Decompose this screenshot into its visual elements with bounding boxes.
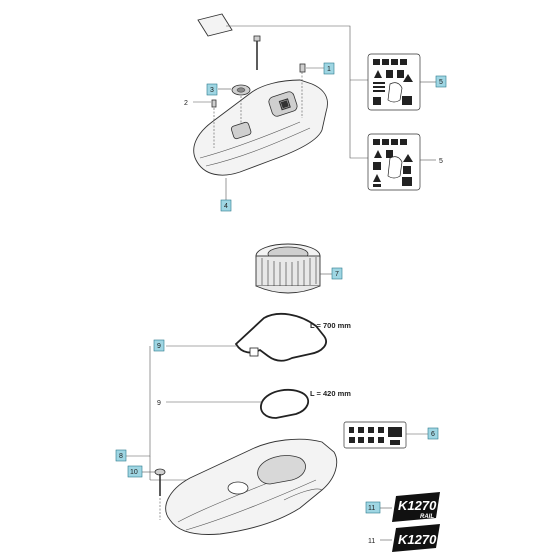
- cover-logo-recess: [268, 91, 298, 117]
- svg-text:3: 3: [210, 87, 214, 94]
- top-plate: [197, 13, 233, 37]
- callout-11-lower[interactable]: 11: [368, 538, 392, 545]
- cover-grommet-window: [230, 121, 252, 140]
- model-decal-rail: K1270 RAIL: [392, 492, 440, 522]
- svg-text:▣: ▣: [277, 95, 292, 112]
- gasket-large: [234, 312, 327, 362]
- gasket-large-length: L = 700 mm: [310, 321, 351, 330]
- callout-7[interactable]: 7: [320, 267, 343, 280]
- callout-10[interactable]: 10: [127, 465, 155, 478]
- air-filter: [255, 243, 321, 294]
- svg-text:5: 5: [439, 79, 443, 86]
- svg-text:6: 6: [431, 431, 435, 438]
- screw-1: [299, 63, 306, 73]
- svg-text:K1270: K1270: [398, 498, 437, 513]
- top-cover-assembly: ▣: [193, 13, 368, 200]
- screw-2: [211, 99, 217, 108]
- svg-text:11: 11: [368, 538, 375, 545]
- svg-text:11: 11: [368, 505, 375, 512]
- callout-2[interactable]: 2: [184, 100, 188, 107]
- svg-text:1: 1: [327, 66, 331, 73]
- warning-decal-lower: [367, 133, 421, 191]
- gasket-small: [260, 388, 310, 419]
- warning-decal-upper: [367, 53, 421, 111]
- callout-6[interactable]: 6: [406, 427, 439, 440]
- svg-text:2: 2: [184, 100, 188, 107]
- svg-text:RAIL: RAIL: [420, 514, 434, 520]
- svg-text:K1270: K1270: [398, 532, 437, 547]
- callout-11-upper[interactable]: 11: [365, 501, 392, 514]
- svg-text:4: 4: [224, 203, 228, 210]
- callout-9-upper[interactable]: 9: [153, 339, 165, 352]
- cover-screw-head: [253, 35, 261, 42]
- svg-text:9: 9: [157, 343, 161, 350]
- svg-text:10: 10: [130, 469, 138, 476]
- svg-text:8: 8: [119, 453, 123, 460]
- callout-8[interactable]: 8: [115, 449, 127, 462]
- filter-cover: [165, 438, 338, 535]
- svg-text:9: 9: [157, 400, 161, 407]
- svg-text:7: 7: [335, 271, 339, 278]
- svg-text:5: 5: [439, 158, 443, 165]
- warning-decal-6: [343, 421, 407, 449]
- callout-5-lower[interactable]: 5: [420, 158, 443, 165]
- callout-5-upper[interactable]: 5: [420, 75, 447, 88]
- callout-4[interactable]: 4: [220, 199, 232, 212]
- gasket-small-length: L = 420 mm: [310, 389, 351, 398]
- screw-10: [154, 468, 166, 520]
- model-decal-plain: K1270: [392, 524, 440, 552]
- callout-1[interactable]: 1: [323, 62, 335, 75]
- callout-3[interactable]: 3: [206, 83, 218, 96]
- callout-9-lower[interactable]: 9: [157, 400, 161, 407]
